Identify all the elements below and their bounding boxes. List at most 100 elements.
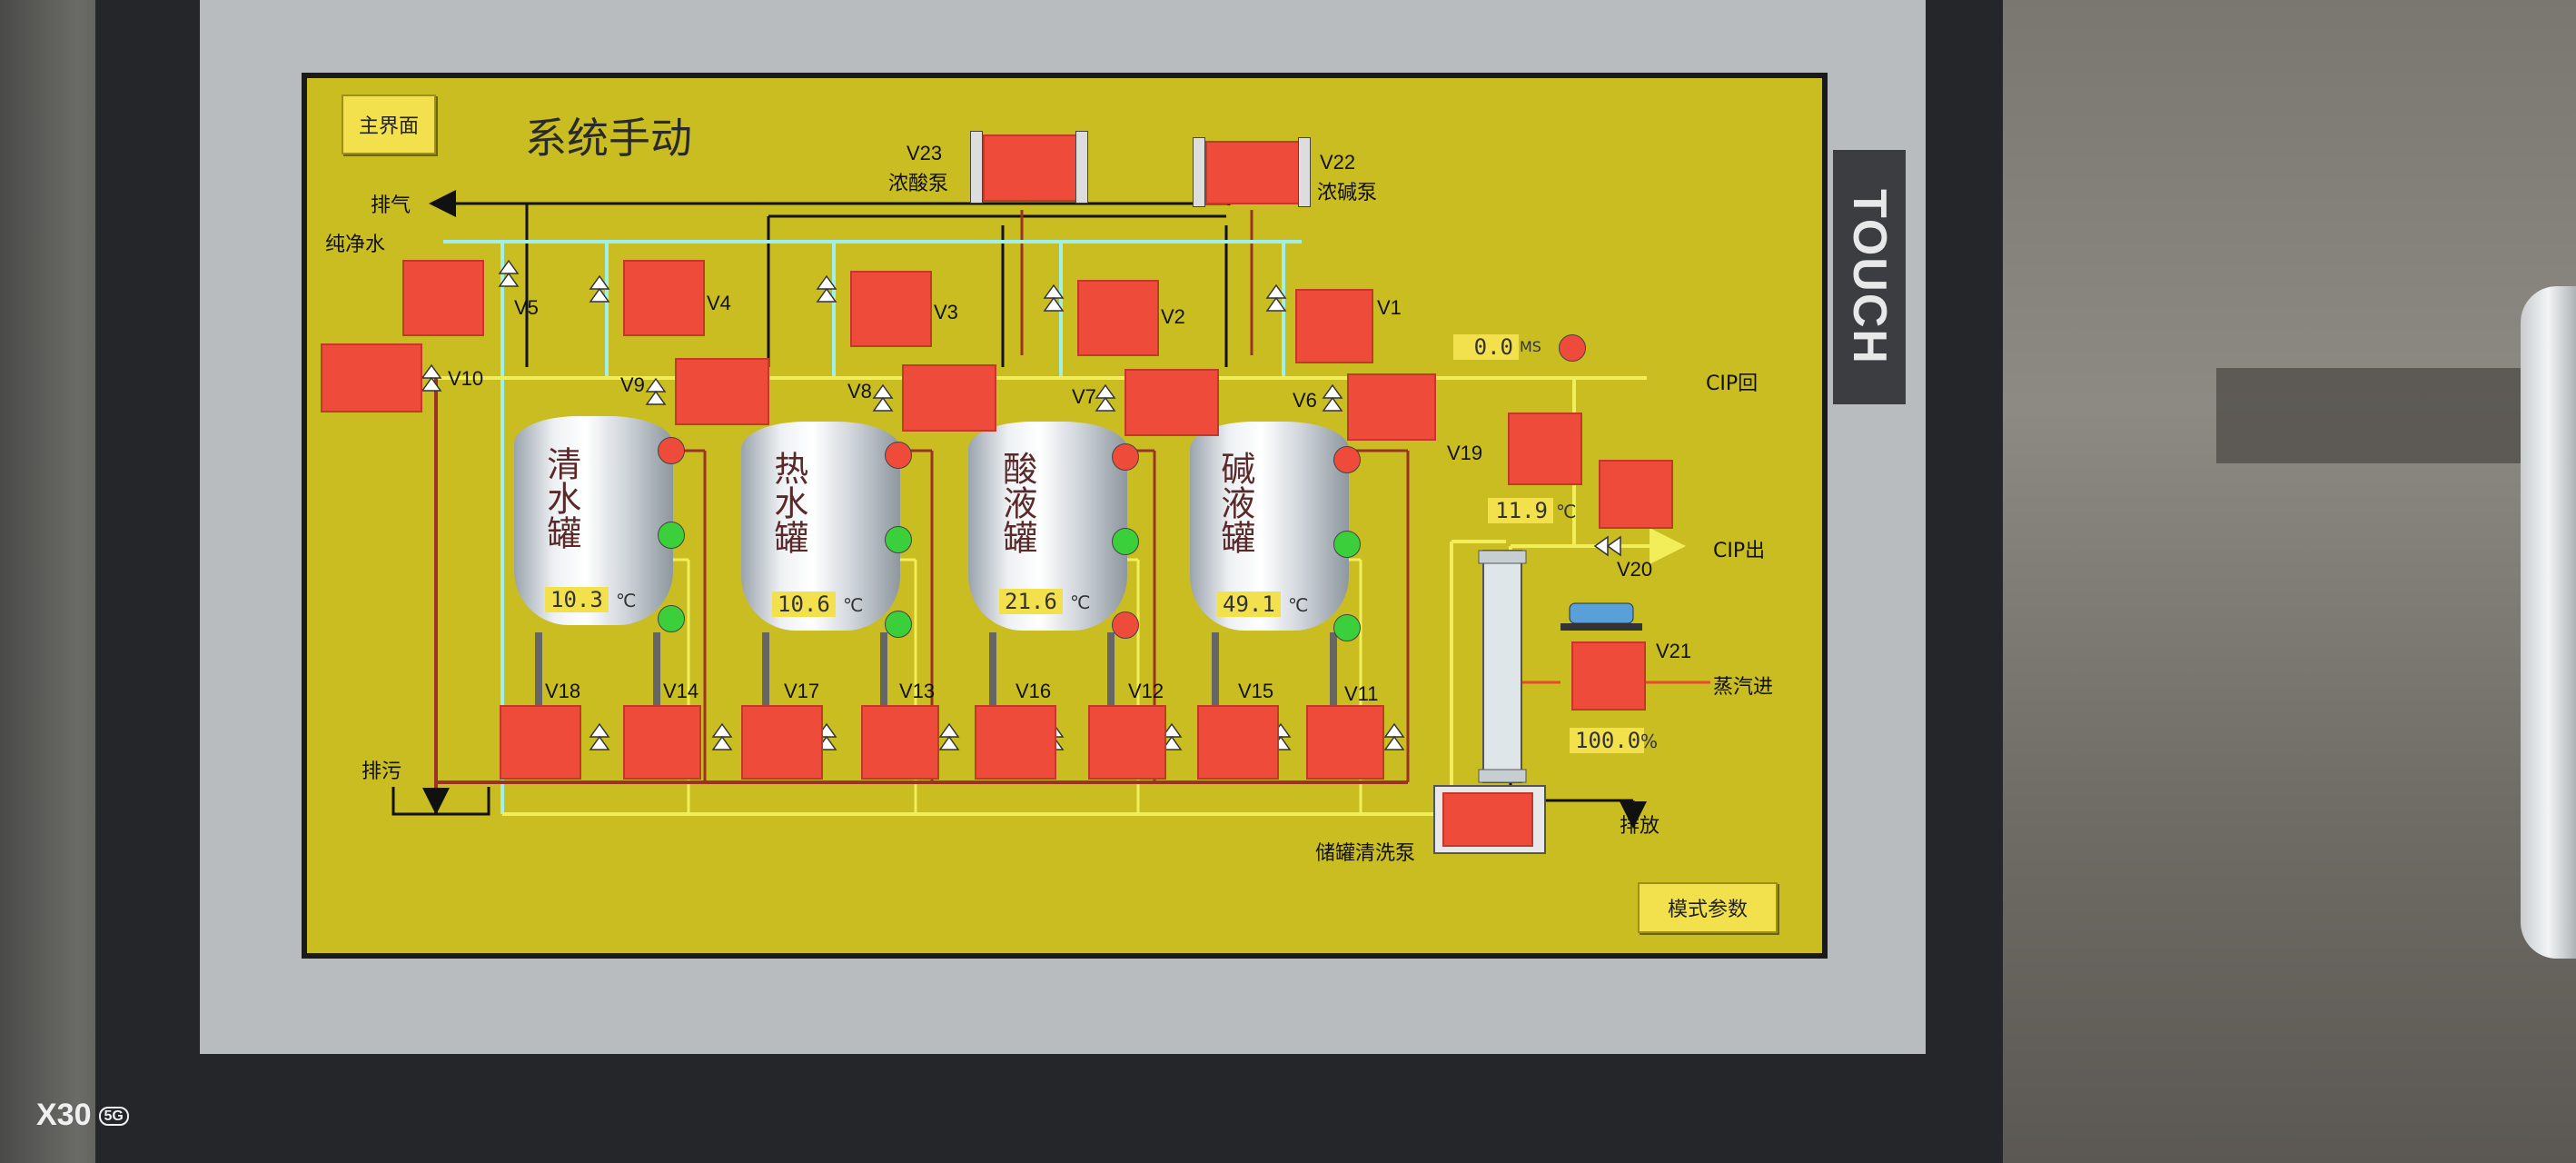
valve-v14-label: V14 <box>663 680 699 702</box>
wash-pump[interactable] <box>1433 785 1546 854</box>
alkali-pump-id: V22 <box>1320 151 1356 174</box>
mode-params-button[interactable]: 模式参数 <box>1638 882 1778 933</box>
valve-v20-label: V20 <box>1617 558 1653 581</box>
clean-water-tank-label: 清水罐 <box>540 446 581 550</box>
acid-pump[interactable] <box>970 131 1088 204</box>
valve-v18-toggle[interactable] <box>500 705 581 780</box>
valve-v1-label: V1 <box>1377 296 1402 319</box>
valve-v12-toggle[interactable] <box>1088 705 1166 780</box>
valve-v17-label: V17 <box>784 680 820 702</box>
sewage-label: 排污 <box>362 760 402 783</box>
valve-v14-toggle[interactable] <box>623 705 701 780</box>
valve-v8-label: V8 <box>847 380 872 403</box>
alkali-temp: 49.1 <box>1217 591 1281 617</box>
alkali-pump-status[interactable] <box>1205 141 1300 204</box>
valve-v2-label: V2 <box>1161 305 1185 328</box>
valve-v13-toggle[interactable] <box>861 705 939 780</box>
steam-percent-readout: 100.0 <box>1570 728 1644 753</box>
valve-v16-toggle[interactable] <box>975 705 1056 780</box>
valve-v10-label: V10 <box>448 367 484 390</box>
heat-exchanger <box>1482 550 1522 783</box>
hot-water-level-mid <box>885 526 912 553</box>
alkali-pump[interactable] <box>1193 137 1311 207</box>
acid-tank-label: 酸液罐 <box>996 451 1037 554</box>
hot-water-level-low <box>885 611 912 638</box>
exhaust-pipe <box>429 190 1231 217</box>
valve-v17-toggle[interactable] <box>741 705 823 780</box>
steam-in-label: 蒸汽进 <box>1713 676 1774 699</box>
acid-level-low <box>1112 611 1139 639</box>
acid-level-high <box>1112 443 1139 471</box>
valve-v6-toggle[interactable] <box>1347 373 1436 441</box>
clean-water-level-low <box>658 605 685 632</box>
valve-v11-toggle[interactable] <box>1306 705 1384 780</box>
valve-v21-label: V21 <box>1656 640 1692 662</box>
exhaust-label: 排气 <box>371 194 411 217</box>
wash-pump-label: 储罐清洗泵 <box>1315 842 1416 865</box>
cip-out-label: CIP出 <box>1713 540 1766 562</box>
alkali-level-high <box>1333 446 1361 473</box>
valve-v8-toggle[interactable] <box>902 364 996 432</box>
acid-temp: 21.6 <box>999 589 1063 614</box>
hot-water-tank-label: 热水罐 <box>768 451 808 554</box>
cip-temp-unit: ℃ <box>1556 501 1577 522</box>
valve-v13-label: V13 <box>899 680 936 702</box>
acid-pump-id: V23 <box>907 142 943 164</box>
hmi-screen: 主界面 系统手动 模式参数 V23 浓酸泵 V22 浓碱泵 排气 纯净水 排污 … <box>302 73 1828 959</box>
valve-v9-toggle[interactable] <box>675 358 769 425</box>
flow-unit: MS <box>1520 338 1541 355</box>
flow-indicator <box>1559 334 1586 362</box>
valve-v19-toggle[interactable] <box>1508 413 1582 485</box>
touch-brand-label: TOUCH <box>1833 150 1906 404</box>
main-menu-button[interactable]: 主界面 <box>342 94 436 154</box>
cip-return-label: CIP回 <box>1706 373 1759 395</box>
clean-water-level-high <box>658 437 685 464</box>
alkali-pump-label: 浓碱泵 <box>1317 182 1378 204</box>
valve-v15-toggle[interactable] <box>1197 705 1279 780</box>
valve-v5-label: V5 <box>514 296 539 319</box>
acid-pump-status[interactable] <box>983 134 1077 202</box>
page-title: 系统手动 <box>525 114 692 163</box>
valve-v7-label: V7 <box>1072 385 1096 408</box>
valve-v4-label: V4 <box>707 292 731 314</box>
valve-v16-label: V16 <box>1016 680 1052 702</box>
alkali-tank-label: 碱液罐 <box>1214 451 1255 554</box>
valve-v10-toggle[interactable] <box>321 343 422 413</box>
valve-v9-label: V9 <box>620 373 645 396</box>
clean-water-temp-unit: ℃ <box>616 590 637 611</box>
alkali-level-mid <box>1333 531 1361 558</box>
cip-temp-readout: 11.9 <box>1488 498 1553 523</box>
background-shadow <box>2216 368 2525 463</box>
clean-water-level-mid <box>658 522 685 549</box>
valve-v15-label: V15 <box>1238 680 1274 702</box>
valve-v6-label: V6 <box>1293 389 1317 412</box>
valve-v3-label: V3 <box>934 301 958 323</box>
valve-v3-toggle[interactable] <box>850 271 932 347</box>
flow-readout: 0.0 <box>1453 334 1519 360</box>
acid-temp-unit: ℃ <box>1070 591 1091 613</box>
valve-v2-toggle[interactable] <box>1077 280 1159 356</box>
valve-v11-label: V11 <box>1344 682 1379 705</box>
acid-level-mid <box>1112 528 1139 555</box>
wash-pump-status[interactable] <box>1442 792 1533 847</box>
valve-v19-label: V19 <box>1447 442 1483 464</box>
alkali-temp-unit: ℃ <box>1288 594 1309 616</box>
steam-percent-unit: % <box>1640 731 1659 752</box>
door-handle <box>2521 286 2576 959</box>
acid-pump-label: 浓酸泵 <box>888 173 949 195</box>
hot-water-level-high <box>885 442 912 469</box>
valve-v7-toggle[interactable] <box>1125 369 1219 436</box>
clean-water-temp: 10.3 <box>545 587 609 612</box>
valve-v5-toggle[interactable] <box>402 260 484 336</box>
hot-water-temp-unit: ℃ <box>843 594 864 616</box>
valve-v4-toggle[interactable] <box>623 260 705 336</box>
hot-water-temp: 10.6 <box>772 591 836 617</box>
valve-v12-label: V12 <box>1128 680 1164 702</box>
background-wall <box>1971 0 2576 1163</box>
valve-v18-label: V18 <box>545 680 581 702</box>
valve-v20-toggle[interactable] <box>1599 460 1673 529</box>
valve-v21-toggle[interactable] <box>1571 641 1646 711</box>
alkali-level-low <box>1333 614 1361 641</box>
valve-v1-toggle[interactable] <box>1295 289 1373 363</box>
